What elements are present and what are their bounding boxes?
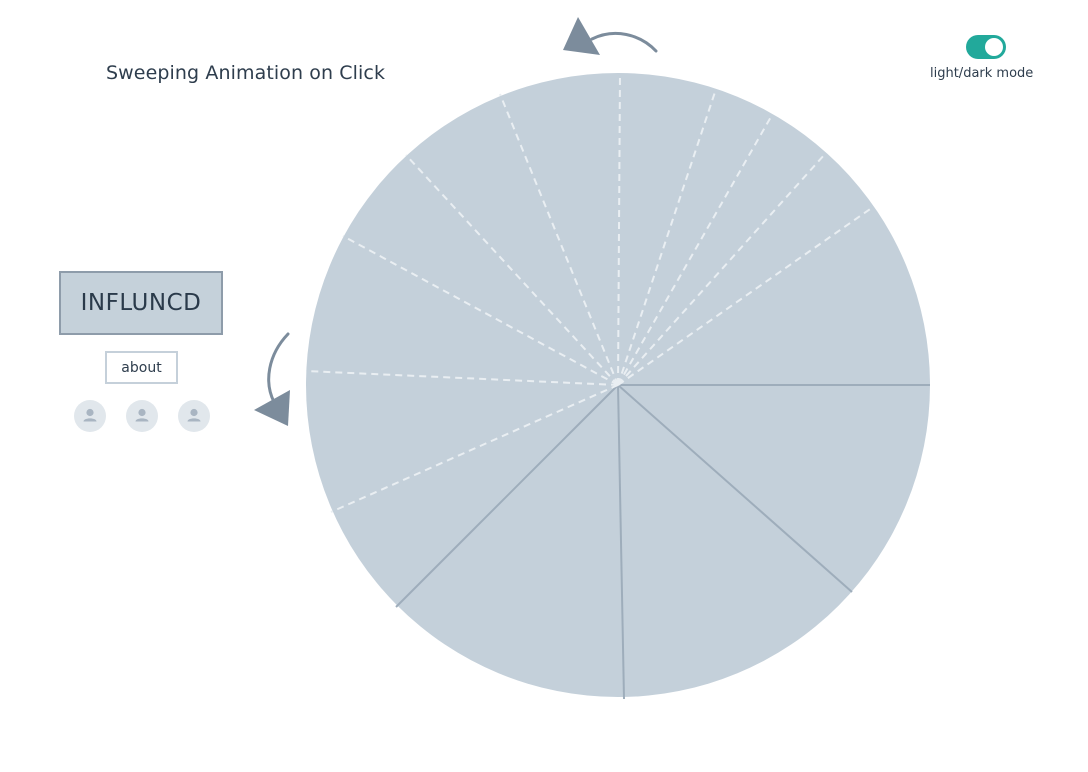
wheel-divider-dashed bbox=[305, 370, 619, 386]
page-title: Sweeping Animation on Click bbox=[106, 62, 386, 84]
theme-toggle-label: light/dark mode bbox=[930, 66, 1034, 81]
user-icon bbox=[83, 408, 97, 422]
about-button[interactable]: about bbox=[105, 351, 178, 384]
user-icon bbox=[187, 408, 201, 422]
wheel-divider-dashed bbox=[342, 235, 619, 386]
wheel-divider-solid bbox=[617, 384, 853, 593]
wheel-divider-dashed bbox=[330, 384, 619, 513]
wheel-divider-dashed bbox=[617, 114, 773, 386]
avatar-3[interactable] bbox=[178, 400, 210, 432]
theme-toggle[interactable] bbox=[966, 35, 1006, 59]
wheel-divider-dashed bbox=[617, 153, 826, 386]
wheel-divider-dashed bbox=[617, 206, 874, 386]
rotate-ccw-arrow-top-icon[interactable] bbox=[563, 17, 658, 55]
wheel-divider-dashed bbox=[617, 88, 717, 386]
toggle-knob bbox=[985, 38, 1003, 56]
logo: INFLUNCD bbox=[59, 271, 223, 335]
user-icon bbox=[135, 408, 149, 422]
wheel-divider-dashed bbox=[617, 72, 621, 386]
wheel-divider-solid bbox=[395, 384, 619, 608]
rotate-ccw-arrow-left-icon[interactable] bbox=[254, 332, 290, 426]
wheel-divider-solid bbox=[617, 384, 625, 700]
avatar-2[interactable] bbox=[126, 400, 158, 432]
wheel-divider-dashed bbox=[405, 154, 619, 386]
wheel-divider-dashed bbox=[499, 93, 619, 386]
avatar-1[interactable] bbox=[74, 400, 106, 432]
